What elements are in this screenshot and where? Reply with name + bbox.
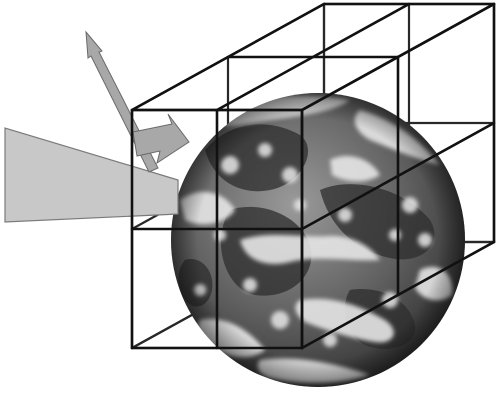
- earth-globe: [171, 93, 465, 387]
- radiation-arrows: [86, 32, 189, 172]
